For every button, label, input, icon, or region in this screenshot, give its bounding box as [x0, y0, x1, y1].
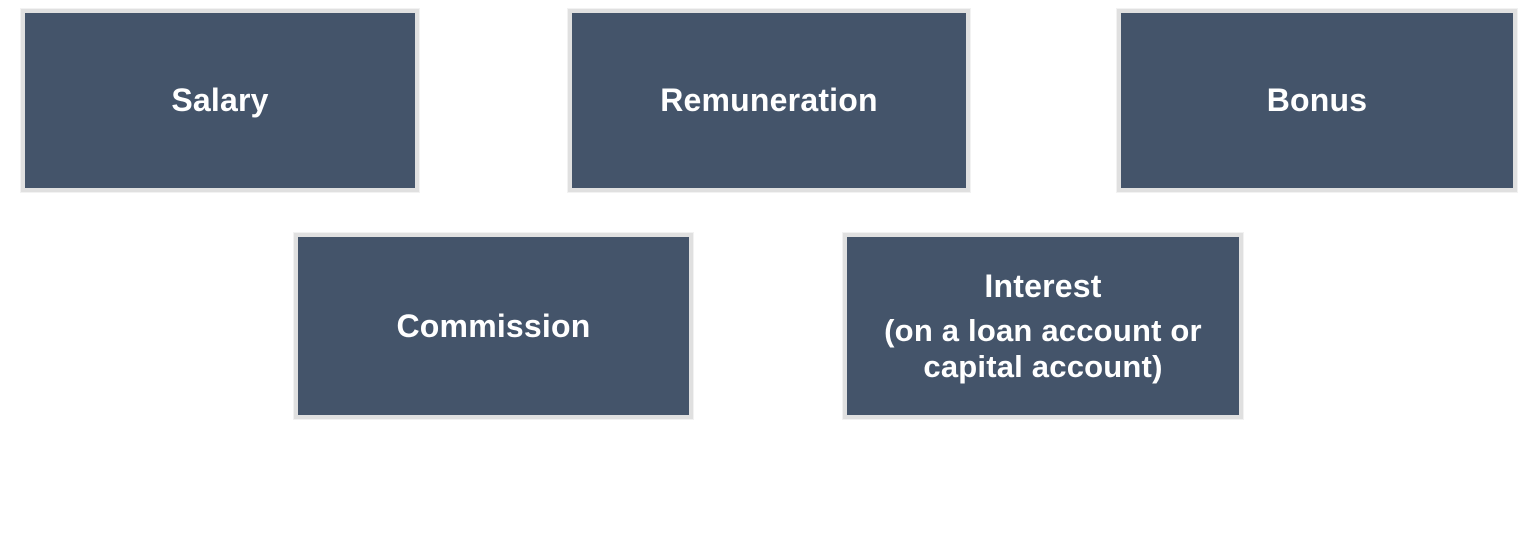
box-interest: Interest (on a loan account or capital a… — [843, 233, 1243, 419]
box-remuneration-label: Remuneration — [660, 82, 878, 119]
box-interest-sublabel-line1: (on a loan account or — [884, 312, 1202, 348]
box-bonus: Bonus — [1117, 9, 1517, 192]
box-interest-sublabel: (on a loan account or capital account) — [884, 313, 1202, 385]
box-remuneration: Remuneration — [568, 9, 970, 192]
box-commission: Commission — [294, 233, 693, 419]
box-interest-label: Interest — [984, 268, 1102, 305]
box-salary-label: Salary — [171, 82, 269, 119]
box-bonus-label: Bonus — [1266, 82, 1368, 119]
box-interest-sublabel-line2: capital account) — [923, 348, 1163, 384]
box-salary: Salary — [21, 9, 419, 192]
box-commission-label: Commission — [396, 307, 591, 344]
